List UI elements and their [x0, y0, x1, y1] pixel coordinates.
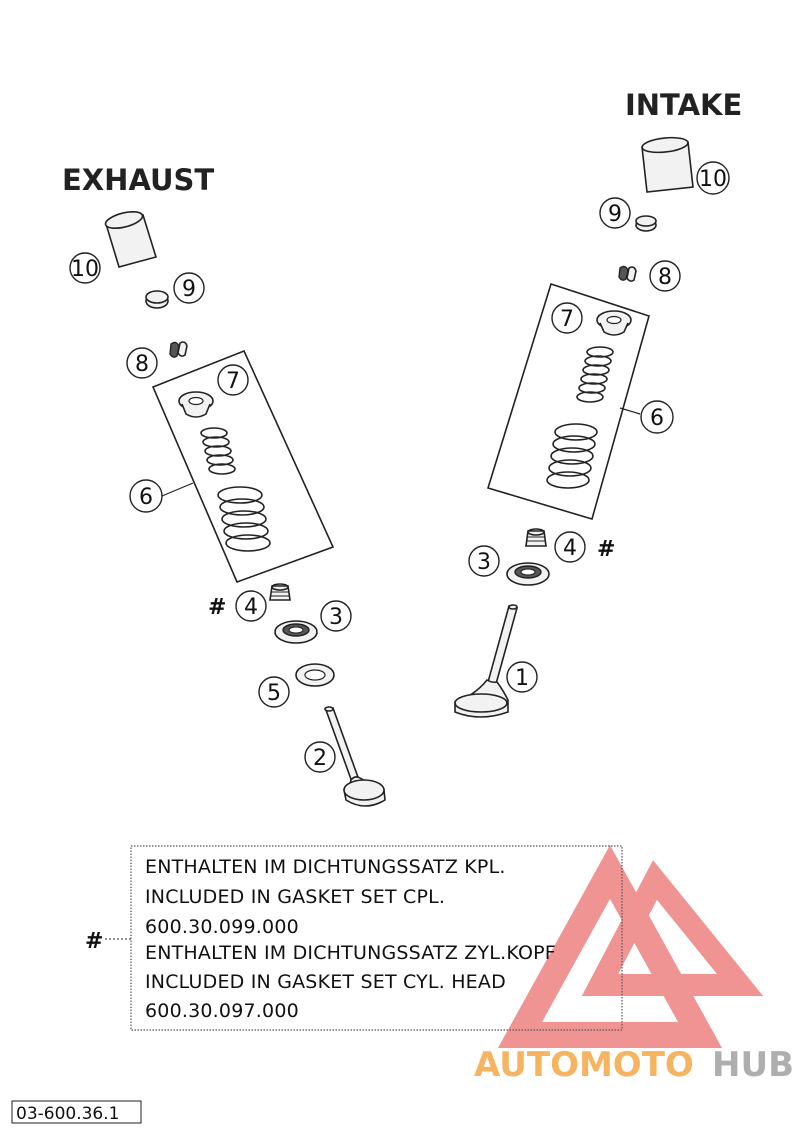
exhaust-hash-marker: #	[208, 595, 226, 620]
exhaust-callout-6: 6	[139, 485, 153, 510]
exhaust-valve	[324, 706, 386, 807]
intake-callout-7: 7	[560, 307, 574, 332]
exhaust-callout-10: 10	[71, 257, 99, 282]
intake-spring-box	[486, 282, 650, 520]
intake-callout-3: 3	[477, 550, 491, 575]
intake-heading: INTAKE	[625, 88, 742, 122]
intake-callout-6: 6	[650, 406, 664, 431]
intake-callout-4: 4	[563, 536, 577, 561]
intake-hash-marker: #	[597, 537, 615, 562]
exhaust-inner-spring	[200, 427, 236, 475]
note-line-3: 600.30.099.000	[145, 916, 299, 938]
exhaust-outer-spring	[217, 486, 271, 552]
watermark-logo	[497, 845, 764, 1048]
reference-number: 03-600.36.1	[16, 1104, 119, 1124]
exhaust-retainer	[178, 391, 214, 418]
exhaust-stem-seal	[269, 583, 291, 601]
exhaust-collets	[169, 341, 188, 358]
intake-valve	[454, 604, 518, 718]
intake-callout-9: 9	[608, 202, 622, 227]
gasket-note: # ENTHALTEN IM DICHTUNGSSATZ KPL. INCLUD…	[85, 845, 623, 1031]
intake-callout-10: 10	[699, 167, 727, 192]
intake-spring-seat	[506, 562, 550, 586]
exhaust-callout-2: 2	[313, 746, 327, 771]
intake-retainer	[596, 310, 632, 336]
note-line-5: INCLUDED IN GASKET SET CYL. HEAD	[145, 971, 506, 993]
intake-callout-1: 1	[515, 666, 529, 691]
intake-collets	[618, 265, 637, 282]
exhaust-callout-3: 3	[329, 605, 343, 630]
exhaust-assembly: 10 9 8 7	[69, 210, 386, 807]
watermark-part2: HUB	[712, 1045, 794, 1085]
exhaust-callout-4: 4	[244, 595, 258, 620]
note-line-1: ENTHALTEN IM DICHTUNGSSATZ KPL.	[145, 856, 506, 878]
note-line-2: INCLUDED IN GASKET SET CPL.	[145, 886, 445, 908]
exhaust-callout-7: 7	[226, 369, 240, 394]
exhaust-spring-box	[151, 349, 335, 584]
intake-callout-8: 8	[658, 265, 672, 290]
watermark-text: AUTOMOTO HUB	[474, 1045, 794, 1085]
exhaust-callout-9: 9	[182, 277, 196, 302]
note-line-6: 600.30.097.000	[145, 1000, 299, 1022]
reference-label: 03-600.36.1	[11, 1100, 142, 1124]
intake-shim	[635, 215, 657, 232]
intake-assembly: 10 9 8 7	[454, 136, 730, 718]
watermark-part1: AUTOMOTO	[474, 1045, 694, 1085]
exhaust-callout-5: 5	[267, 681, 281, 706]
exhaust-shim	[145, 290, 169, 309]
intake-stem-seal	[525, 528, 547, 547]
exhaust-spring-seat	[274, 620, 318, 644]
exhaust-washer	[295, 663, 335, 687]
intake-inner-spring	[576, 346, 614, 403]
intake-outer-spring	[546, 423, 598, 489]
exhaust-callout-8: 8	[135, 352, 149, 377]
exhaust-heading: EXHAUST	[62, 163, 214, 197]
intake-tappet	[641, 136, 694, 193]
exhaust-tappet	[104, 210, 158, 268]
note-line-4: ENTHALTEN IM DICHTUNGSSATZ ZYL.KOPF	[145, 942, 556, 964]
note-hash-marker: #	[85, 929, 103, 954]
